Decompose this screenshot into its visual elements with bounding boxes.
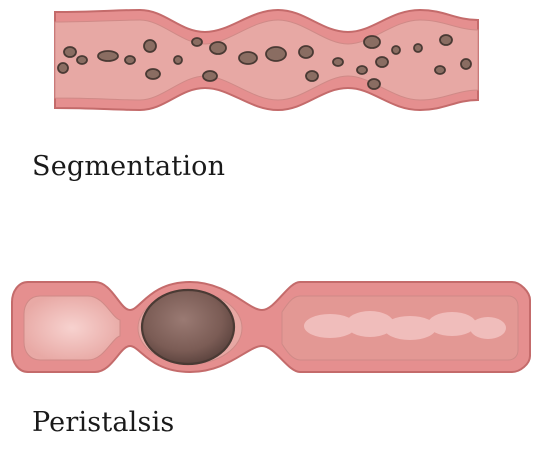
peristalsis-label: Peristalsis — [32, 407, 175, 438]
peristalsis-contents — [304, 311, 506, 340]
chyme-particle — [145, 68, 161, 80]
chyme-particles — [57, 34, 472, 90]
chyme-particle — [298, 45, 314, 59]
food-bolus — [140, 288, 236, 366]
chyme-particle — [305, 70, 319, 82]
chyme-particle — [367, 78, 381, 90]
chyme-particle — [63, 46, 77, 58]
chyme-particle — [356, 65, 368, 75]
chyme-particle — [191, 37, 203, 47]
chyme-particle — [265, 46, 287, 62]
chyme-particle — [460, 58, 472, 70]
chyme-particle — [202, 70, 218, 82]
chyme-particle — [238, 51, 258, 65]
chyme-particle — [124, 55, 136, 65]
segmentation-intestine — [54, 8, 479, 112]
chyme-particle — [143, 39, 157, 53]
peristalsis-lumen-left — [23, 295, 121, 361]
chyme-particle — [332, 57, 344, 67]
chyme-particle — [57, 62, 69, 74]
chyme-particle — [76, 55, 88, 65]
chyme-particle — [434, 65, 446, 75]
peristalsis-intestine — [11, 280, 531, 374]
segmentation-lumen — [54, 19, 479, 101]
chyme-particle — [375, 56, 389, 68]
chyme-particle — [209, 41, 227, 55]
chyme-particle — [363, 35, 381, 49]
chyme-particle — [391, 45, 401, 55]
chyme-particle — [97, 50, 119, 62]
chyme-particle — [439, 34, 453, 46]
chyme-particle — [173, 55, 183, 65]
segmentation-label: Segmentation — [32, 151, 226, 182]
chyme-particle — [413, 43, 423, 53]
